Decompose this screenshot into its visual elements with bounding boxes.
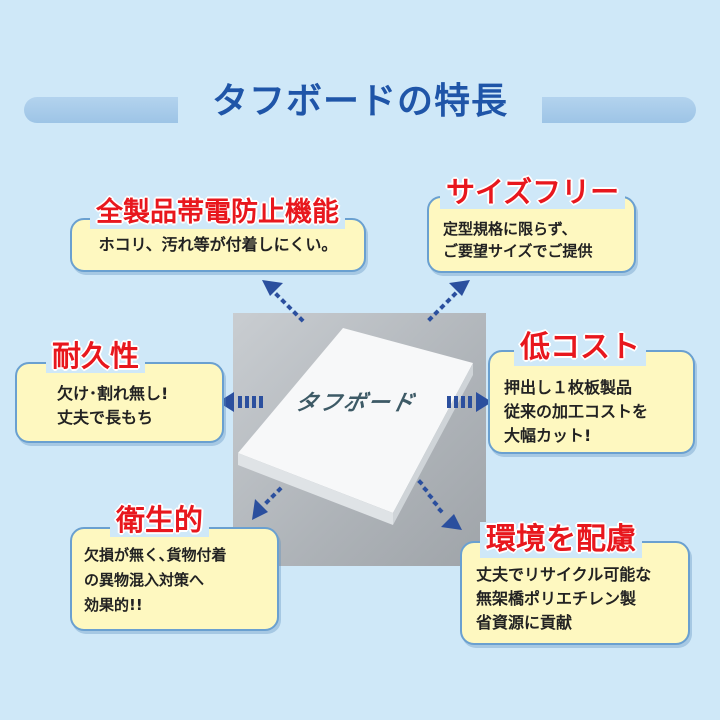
arrow-up-left-icon [262, 280, 305, 323]
feature-size-free-text: 定型規格に限らず、 ご要望サイズでご提供 [443, 220, 593, 260]
feature-low-cost-text: 押出し１枚板製品 従来の加工コストを 大幅カット! [504, 378, 649, 445]
arrow-right-icon [447, 392, 492, 412]
product-photo [233, 313, 486, 566]
feature-antistatic-text: ホコリ、汚れ等が付着しにくい。 [98, 235, 338, 254]
arrow-up-right-icon [427, 280, 470, 322]
arrow-down-left-icon [252, 486, 283, 520]
board-illustration [238, 328, 473, 525]
feature-environment-heading: 環境を配慮 [480, 522, 642, 558]
feature-durability-text: 欠け･割れ無し! 丈夫で長もち [57, 384, 169, 427]
feature-hygiene-heading: 衛生的 [110, 503, 210, 537]
feature-low-cost-heading: 低コスト [514, 330, 646, 366]
feature-card-durability: 欠け･割れ無し! 丈夫で長もち [15, 362, 224, 443]
feature-card-low-cost: 押出し１枚板製品 従来の加工コストを 大幅カット! [488, 350, 695, 454]
arrow-left-icon [218, 392, 263, 412]
page-title: タフボードの特長 [211, 81, 508, 122]
title-background [178, 70, 542, 134]
feature-environment-text: 丈夫でリサイクル可能な 無架橋ポリエチレン製 省資源に貢献 [476, 565, 652, 632]
feature-card-hygiene: 欠損が無く､貨物付着 の異物混入対策へ 効果的!! [70, 527, 279, 631]
feature-hygiene-text: 欠損が無く､貨物付着 の異物混入対策へ 効果的!! [84, 546, 227, 614]
feature-antistatic-heading: 全製品帯電防止機能 [90, 197, 345, 229]
feature-durability-heading: 耐久性 [46, 339, 146, 373]
feature-size-free-heading: サイズフリー [440, 175, 626, 209]
arrow-down-right-icon [417, 479, 462, 530]
